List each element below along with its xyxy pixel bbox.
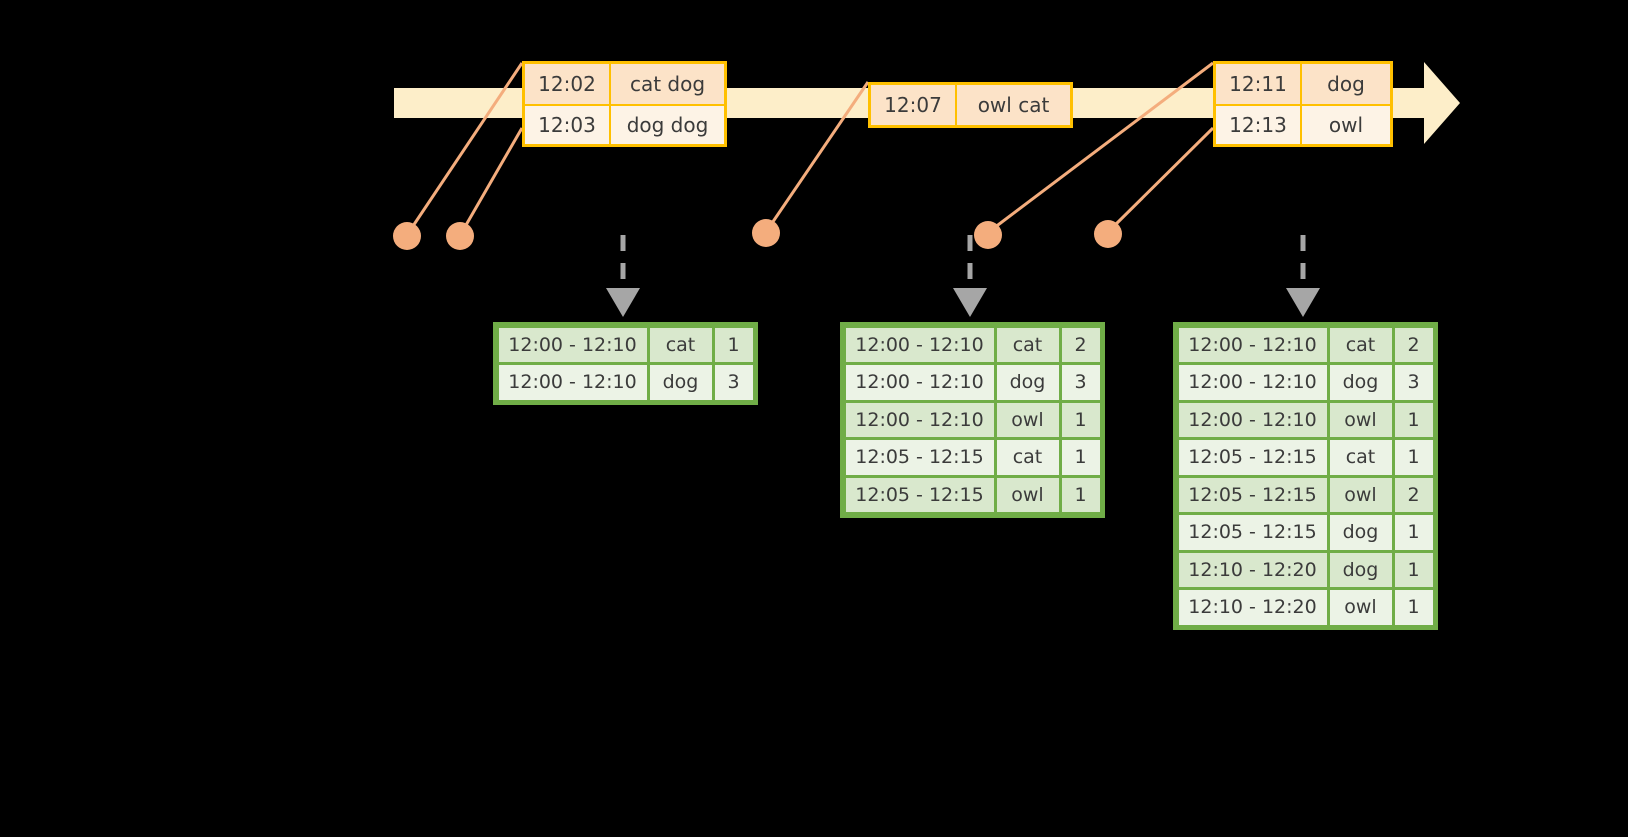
count-cell: 2 <box>1394 327 1433 362</box>
window-cell: 12:05 - 12:15 <box>1178 440 1327 475</box>
window-cell: 12:00 - 12:10 <box>845 365 994 400</box>
count-cell: 1 <box>1394 515 1433 550</box>
count-cell: 1 <box>1394 402 1433 437</box>
word-cell: owl <box>1329 590 1392 625</box>
window-cell: 12:10 - 12:20 <box>1178 552 1327 587</box>
table-row[interactable]: 12:10 - 12:20 owl 1 <box>1177 589 1434 627</box>
count-cell: 1 <box>714 327 753 362</box>
word-cell: dog <box>996 365 1059 400</box>
count-cell: 1 <box>1061 477 1100 512</box>
table-row[interactable]: 12:05 - 12:15 dog 1 <box>1177 514 1434 552</box>
event-group-3[interactable]: 12:11 dog 12:13 owl <box>1213 61 1393 147</box>
count-cell: 1 <box>1394 552 1433 587</box>
count-cell: 3 <box>1394 365 1433 400</box>
window-cell: 12:00 - 12:10 <box>498 327 647 362</box>
connector-dot-5 <box>1094 220 1122 248</box>
table-row[interactable]: 12:00 - 12:10 cat 2 <box>1177 326 1434 364</box>
word-cell: cat <box>996 440 1059 475</box>
table-row[interactable]: 12:10 - 12:20 dog 1 <box>1177 551 1434 589</box>
connector-dot-3 <box>752 219 780 247</box>
table-row[interactable]: 12:00 - 12:10 cat 2 <box>844 326 1101 364</box>
window-cell: 12:00 - 12:10 <box>1178 402 1327 437</box>
window-cell: 12:00 - 12:10 <box>845 327 994 362</box>
event-time: 12:02 <box>525 64 611 104</box>
word-cell: owl <box>996 402 1059 437</box>
count-cell: 2 <box>1061 327 1100 362</box>
event-group-1[interactable]: 12:02 cat dog 12:03 dog dog <box>522 61 727 147</box>
word-cell: owl <box>1329 477 1392 512</box>
table-row[interactable]: 12:00 - 12:10 dog 3 <box>497 364 754 402</box>
connector-dot-4 <box>974 221 1002 249</box>
event-time: 12:07 <box>871 85 957 125</box>
event-payload: owl cat <box>957 85 1070 125</box>
event-connector-dots <box>393 219 1122 250</box>
table-row[interactable]: 12:05 - 12:15 owl 1 <box>844 476 1101 514</box>
trigger-arrow-head-2 <box>953 288 987 317</box>
window-cell: 12:05 - 12:15 <box>1178 515 1327 550</box>
word-cell: dog <box>649 365 712 400</box>
window-cell: 12:10 - 12:20 <box>1178 590 1327 625</box>
count-cell: 2 <box>1394 477 1433 512</box>
word-cell: cat <box>996 327 1059 362</box>
count-cell: 1 <box>1394 590 1433 625</box>
event-time: 12:03 <box>525 106 611 144</box>
word-cell: cat <box>1329 327 1392 362</box>
trigger-arrow-head-3 <box>1286 288 1320 317</box>
connector-dot-1 <box>393 222 421 250</box>
connector-line-5 <box>1108 126 1215 232</box>
word-cell: owl <box>1329 402 1392 437</box>
connector-line-3 <box>766 81 870 230</box>
count-cell: 1 <box>1061 440 1100 475</box>
window-cell: 12:00 - 12:10 <box>1178 365 1327 400</box>
trigger-arrow-head-1 <box>606 288 640 317</box>
word-cell: cat <box>1329 440 1392 475</box>
table-row[interactable]: 12:05 - 12:15 cat 1 <box>1177 439 1434 477</box>
trigger-arrow-heads <box>606 288 1320 317</box>
table-row[interactable]: 12:05 - 12:15 owl 2 <box>1177 476 1434 514</box>
event-payload: dog <box>1302 64 1390 104</box>
window-cell: 12:00 - 12:10 <box>1178 327 1327 362</box>
table-row[interactable]: 12:00 - 12:10 owl 1 <box>844 401 1101 439</box>
window-cell: 12:05 - 12:15 <box>845 477 994 512</box>
word-cell: cat <box>649 327 712 362</box>
count-cell: 1 <box>1394 440 1433 475</box>
word-cell: owl <box>996 477 1059 512</box>
event-row[interactable]: 12:03 dog dog <box>525 104 724 144</box>
event-payload: owl <box>1302 106 1390 144</box>
trigger-arrows <box>620 235 1306 292</box>
count-cell: 1 <box>1061 402 1100 437</box>
aggregate-table-1[interactable]: 12:00 - 12:10 cat 1 12:00 - 12:10 dog 3 <box>493 322 758 405</box>
event-row[interactable]: 12:11 dog <box>1216 64 1390 104</box>
table-row[interactable]: 12:00 - 12:10 dog 3 <box>1177 364 1434 402</box>
event-group-2[interactable]: 12:07 owl cat <box>868 82 1073 128</box>
word-cell: dog <box>1329 515 1392 550</box>
aggregate-table-2[interactable]: 12:00 - 12:10 cat 2 12:00 - 12:10 dog 3 … <box>840 322 1105 518</box>
event-time: 12:13 <box>1216 106 1302 144</box>
count-cell: 3 <box>714 365 753 400</box>
connector-line-2 <box>460 127 524 233</box>
event-row[interactable]: 12:13 owl <box>1216 104 1390 144</box>
word-cell: dog <box>1329 552 1392 587</box>
connector-dot-2 <box>446 222 474 250</box>
table-row[interactable]: 12:00 - 12:10 cat 1 <box>497 326 754 364</box>
event-row[interactable]: 12:07 owl cat <box>871 85 1070 125</box>
event-time: 12:11 <box>1216 64 1302 104</box>
event-payload: cat dog <box>611 64 724 104</box>
event-payload: dog dog <box>611 106 724 144</box>
window-cell: 12:00 - 12:10 <box>845 402 994 437</box>
aggregate-table-3[interactable]: 12:00 - 12:10 cat 2 12:00 - 12:10 dog 3 … <box>1173 322 1438 630</box>
table-row[interactable]: 12:05 - 12:15 cat 1 <box>844 439 1101 477</box>
window-cell: 12:00 - 12:10 <box>498 365 647 400</box>
table-row[interactable]: 12:00 - 12:10 dog 3 <box>844 364 1101 402</box>
event-row[interactable]: 12:02 cat dog <box>525 64 724 104</box>
window-cell: 12:05 - 12:15 <box>845 440 994 475</box>
word-cell: dog <box>1329 365 1392 400</box>
window-cell: 12:05 - 12:15 <box>1178 477 1327 512</box>
connector-line-1 <box>407 62 524 233</box>
count-cell: 3 <box>1061 365 1100 400</box>
table-row[interactable]: 12:00 - 12:10 owl 1 <box>1177 401 1434 439</box>
